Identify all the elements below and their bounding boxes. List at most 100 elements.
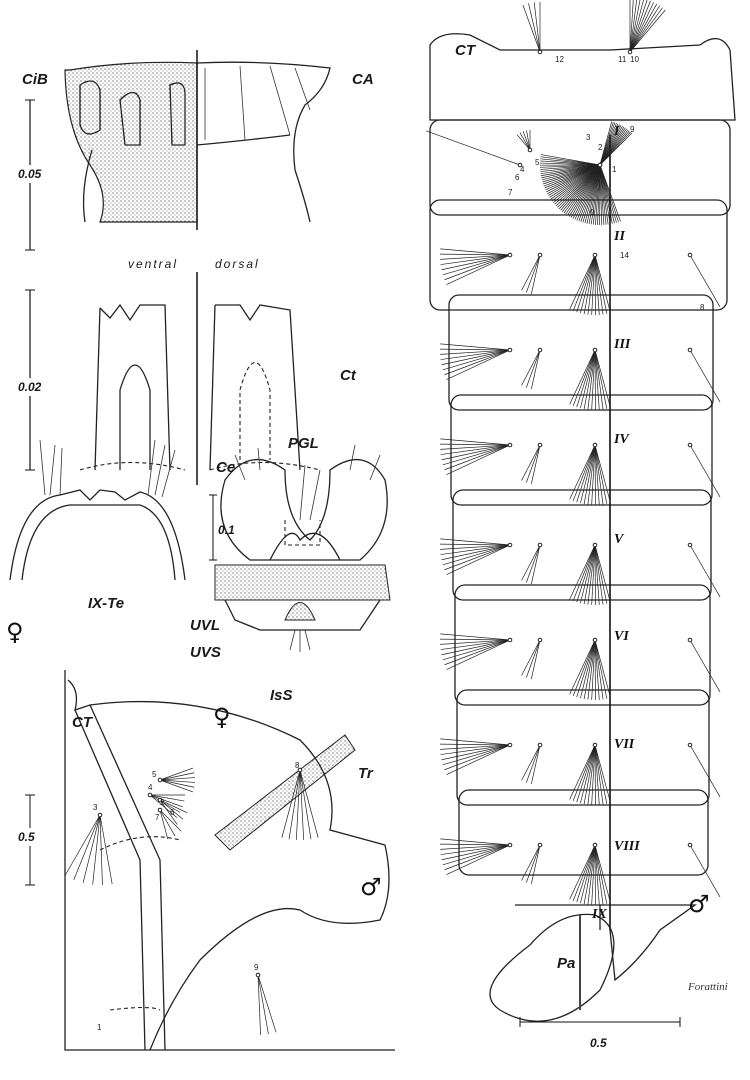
seta-number: 0 [590,208,595,217]
seta [531,254,541,295]
seta [629,2,654,53]
seta [583,744,596,805]
seta [441,444,511,461]
seta [549,164,601,198]
genitalia-figure: Ce PGL 0.1 UVL UVS IsS ♀ [190,435,391,731]
seta [525,544,541,583]
seta-base [507,842,513,848]
seta [599,164,615,224]
seta [580,639,596,699]
seta [159,809,182,832]
seta [689,844,721,898]
seta [594,639,604,700]
seta [531,844,541,885]
seta [582,164,601,223]
seta [594,544,608,604]
seta [516,134,531,151]
seta [570,164,601,218]
seta [572,744,596,802]
seta [521,544,541,581]
seta [444,639,511,666]
seta [159,767,194,781]
seta [560,164,601,211]
seta-number: 1 [97,1023,102,1032]
male-symbol: ♂ [688,890,710,918]
seta [82,814,101,884]
seta [588,164,601,225]
seta [440,844,511,850]
seta [444,544,511,571]
seta [629,9,666,53]
seta-number: 6 [515,173,520,182]
seta [576,349,596,408]
seta-base [537,637,543,643]
seta-base [687,842,693,848]
seta [99,814,113,884]
seta [441,744,511,761]
segment-label-iii: III [613,337,631,352]
seta [521,844,541,881]
seta [594,254,608,314]
seta-number: 1 [612,165,617,174]
seta [440,444,511,450]
seta [569,639,596,695]
seta [576,444,596,503]
seta-base [627,49,633,55]
seta [441,844,511,861]
seta-base [687,542,693,548]
seta [545,164,601,191]
seta [594,844,600,905]
seta [442,844,511,866]
seta-base [592,442,598,448]
scale-label: 0.5 [18,830,35,844]
seta-base [537,842,543,848]
seta [425,130,521,166]
seta [442,444,511,466]
seta [546,164,601,193]
seta [587,639,596,700]
seta [159,779,195,783]
male-symbol: ♂ [360,873,382,901]
seta [440,639,511,645]
seta [555,164,601,207]
seta-base [592,252,598,258]
seta [531,639,541,680]
seta [629,0,648,53]
seta [587,544,596,605]
seta [599,164,619,223]
seta [525,744,541,783]
seta [591,254,596,315]
seta [442,639,511,661]
seta-number: 2 [160,798,165,807]
seta [441,544,511,561]
seta [563,164,601,214]
seta [689,544,721,598]
seta [569,444,596,500]
seta-number: 6 [170,808,175,817]
seta [599,132,633,166]
seta-number: 8 [295,761,300,770]
seta [599,164,617,223]
seta [569,254,596,310]
seta-base [507,542,513,548]
seta [591,744,596,805]
seta [442,744,511,766]
scale-label: 0.05 [18,167,42,181]
seta [440,744,511,755]
abdominal-segment [452,489,712,601]
seta [543,164,601,187]
seta-base [537,49,543,55]
seta [257,974,277,1033]
seta [572,164,601,219]
seta [629,0,634,53]
label-ct: CT [455,42,477,59]
seta [440,638,511,641]
scale-label: 0.02 [18,380,42,394]
seta-base [537,252,543,258]
seta [583,544,596,605]
segment-label-vii: VII [614,737,635,752]
seta [440,348,511,351]
seta [583,349,596,410]
abdominal-segment [429,199,728,311]
